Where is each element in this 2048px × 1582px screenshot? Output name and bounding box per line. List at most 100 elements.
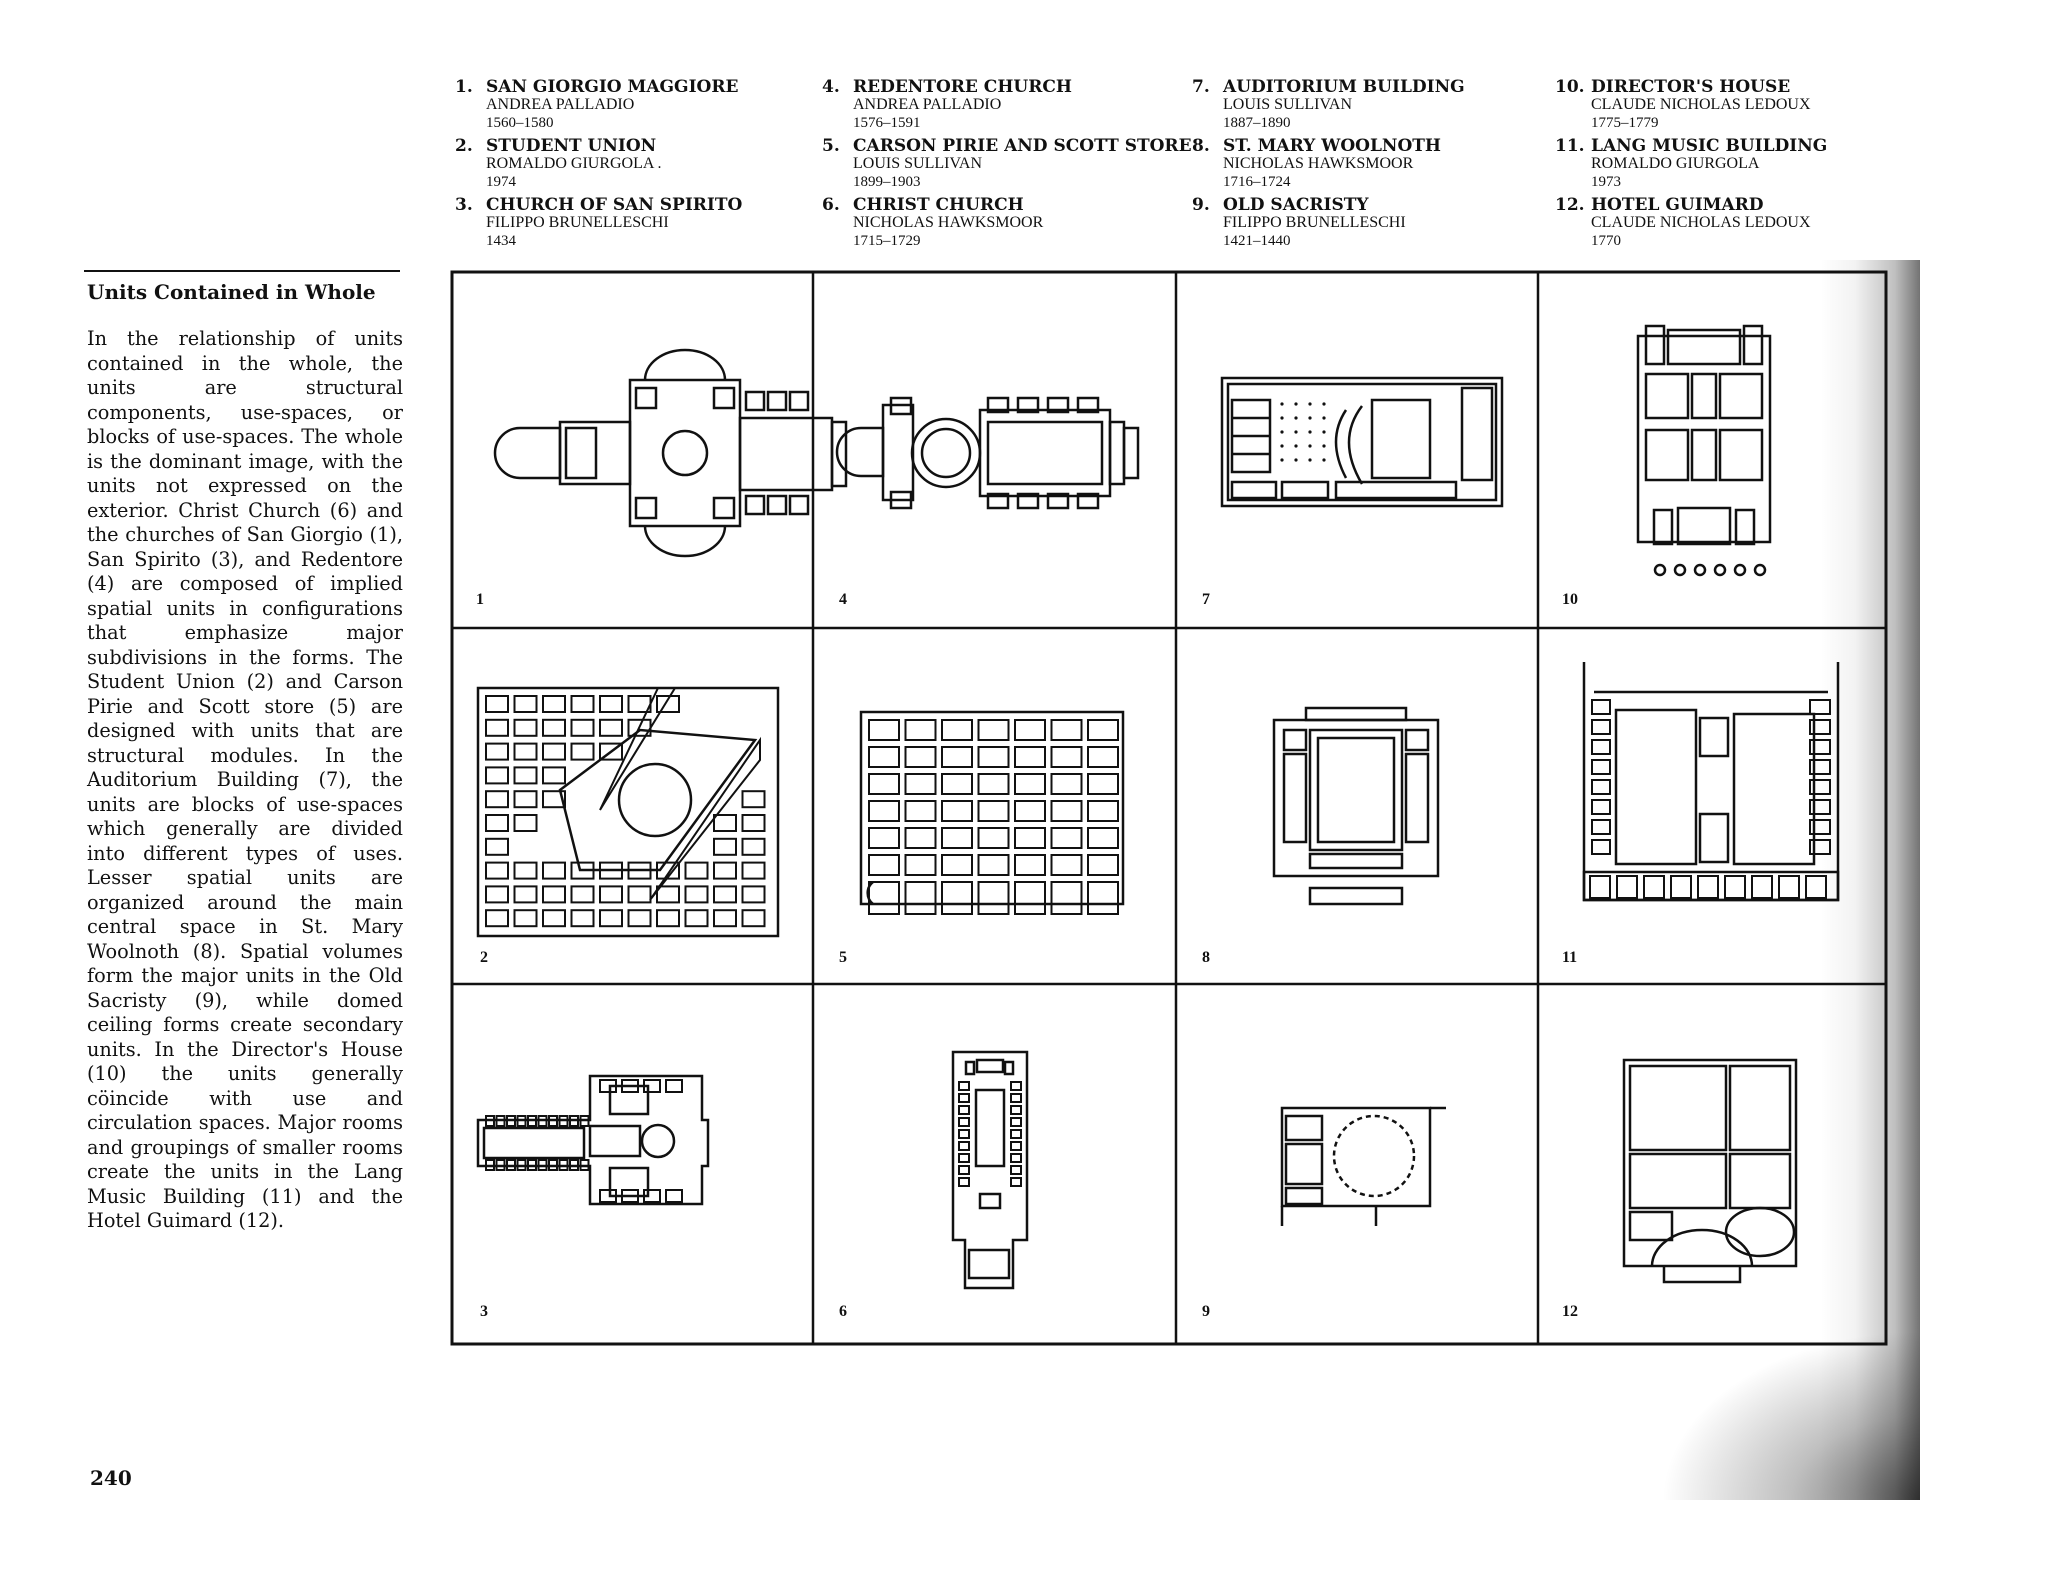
module-cell: [627, 909, 652, 928]
side-room: [1010, 1153, 1022, 1163]
grid-frame: [450, 270, 1888, 1346]
module-cell: [1014, 854, 1046, 876]
side-room: [1591, 819, 1611, 835]
chapel-cell: [569, 1159, 579, 1171]
plan-label: 10: [1562, 591, 1578, 608]
architect-name: CLAUDE NICHOLAS LEDOUX: [1591, 214, 1811, 231]
module-cell: [868, 881, 900, 915]
module-cell: [904, 719, 937, 741]
module-cell: [941, 881, 973, 915]
side-room: [958, 1177, 970, 1187]
module-cell: [1050, 800, 1083, 822]
building-name: AUDITORIUM BUILDING: [1223, 77, 1465, 97]
side-room: [1591, 759, 1611, 775]
seat-dot: [1280, 416, 1284, 420]
chapel-cell: [527, 1159, 537, 1171]
module-cell: [513, 909, 538, 928]
building-name: CHRIST CHURCH: [853, 195, 1024, 215]
chapel-cell: [621, 1079, 639, 1093]
module-cell: [713, 909, 737, 928]
plan-7-auditorium: [1220, 376, 1504, 508]
chapel-cell: [506, 1159, 516, 1171]
module-cell: [570, 718, 595, 737]
module-cell: [1087, 827, 1119, 849]
module-cell: [570, 909, 595, 928]
page-number: 240: [90, 1466, 132, 1490]
side-room: [1778, 875, 1800, 899]
module-cell: [627, 718, 652, 737]
side-room: [1697, 875, 1719, 899]
module-cell: [941, 827, 973, 849]
chapel-cell: [485, 1159, 495, 1171]
plan-label: 8: [1202, 949, 1210, 966]
chapel-cell: [548, 1159, 558, 1171]
module-cell: [627, 861, 652, 880]
module-cell: [904, 881, 937, 915]
module-cell: [513, 814, 538, 832]
module-cell: [513, 742, 538, 761]
module-cell: [513, 885, 538, 904]
building-dates: 1973: [1591, 174, 1621, 190]
side-room: [1589, 875, 1611, 899]
side-room: [958, 1081, 970, 1091]
module-cell: [741, 861, 766, 880]
module-cell: [656, 909, 680, 928]
plan-label: 1: [476, 591, 484, 608]
building-entry-8: 8. ST. MARY WOOLNOTH NICHOLAS HAWKSMOOR …: [1192, 137, 1542, 191]
plan-label: 12: [1562, 1303, 1578, 1320]
side-room: [1616, 875, 1638, 899]
scan-shadow-corner: [1660, 1330, 1920, 1500]
seat-dot: [1280, 444, 1284, 448]
entry-number: 3.: [455, 195, 473, 215]
building-dates: 1716–1724: [1223, 174, 1291, 190]
module-cell: [904, 746, 937, 768]
chapel-cell: [665, 1079, 683, 1093]
chapel-cell: [643, 1189, 661, 1203]
module-cell: [542, 885, 566, 904]
module-cell: [904, 827, 937, 849]
chapel-cell: [599, 1079, 617, 1093]
module-cell: [684, 909, 709, 928]
side-room: [1809, 699, 1831, 715]
module-cell: [868, 719, 900, 741]
side-room: [1724, 875, 1746, 899]
module-cell: [977, 800, 1010, 822]
sidebar-rule: [84, 270, 400, 272]
module-cell: [1050, 881, 1083, 915]
chapel-cell: [516, 1159, 527, 1171]
module-cell: [1050, 827, 1083, 849]
seat-dot: [1294, 444, 1298, 448]
seat-dot: [1294, 430, 1298, 434]
plan-label: 2: [480, 949, 488, 966]
module-cell: [485, 790, 509, 809]
module-cell: [684, 885, 709, 904]
seat-dot: [1308, 430, 1312, 434]
module-cell: [741, 790, 766, 809]
plan-label: 6: [839, 1303, 847, 1320]
module-cell: [599, 885, 623, 904]
seat-dot: [1322, 458, 1326, 462]
seat-dot: [1322, 444, 1326, 448]
module-cell: [485, 837, 509, 856]
side-room: [1809, 739, 1831, 755]
module-cell: [941, 773, 973, 795]
plan-label: 4: [839, 591, 847, 608]
module-cell: [599, 695, 623, 713]
module-cell: [1050, 719, 1083, 741]
module-cell: [513, 766, 538, 785]
architect-name: FILIPPO BRUNELLESCHI: [486, 214, 669, 231]
building-name: DIRECTOR'S HOUSE: [1591, 77, 1791, 97]
plan-1-san-giorgio: [493, 348, 848, 558]
plan-3-san-spirito: [476, 1074, 710, 1206]
side-room: [1809, 819, 1831, 835]
architect-name: LOUIS SULLIVAN: [1223, 96, 1353, 113]
building-name: CARSON PIRIE AND SCOTT STORE: [853, 136, 1192, 156]
seat-dot: [1308, 416, 1312, 420]
entry-number: 8.: [1192, 136, 1210, 156]
side-room: [1010, 1177, 1022, 1187]
module-cell: [904, 773, 937, 795]
building-name: SAN GIORGIO MAGGIORE: [486, 77, 739, 97]
seat-dot: [1308, 444, 1312, 448]
side-room: [1010, 1081, 1022, 1091]
architect-name: ANDREA PALLADIO: [486, 96, 635, 113]
